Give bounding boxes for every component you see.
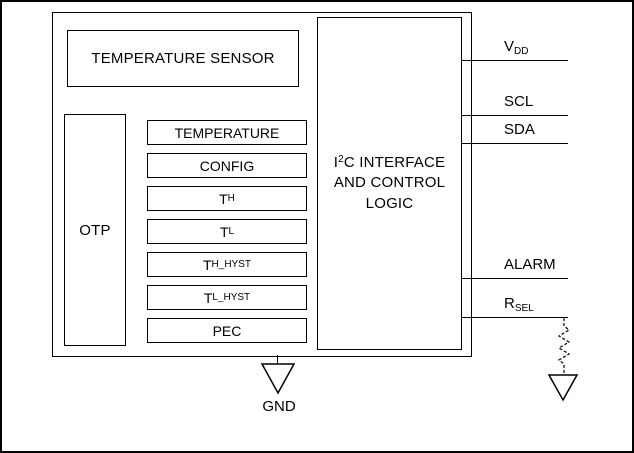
register-label-sub: H_HYST	[211, 259, 251, 270]
pin-label-sub: SEL	[514, 303, 534, 314]
i2c-label-pre: I	[333, 154, 339, 172]
register-label: T	[219, 190, 228, 207]
i2c-label-sup: 2	[338, 154, 344, 166]
pin-label-rsel: RSEL	[504, 295, 534, 314]
register-label: T	[219, 223, 229, 240]
register-label: CONFIG	[199, 157, 255, 174]
register-box-temperature: TEMPERATURE	[147, 120, 307, 145]
pin-label-sda: SDA	[504, 121, 535, 140]
pin-label-alarm: ALARM	[504, 256, 556, 275]
ground-symbol-icon	[261, 363, 295, 395]
ground-symbol-rsel-icon	[548, 374, 578, 402]
i2c-label-line1: I2C INTERFACE	[334, 153, 446, 173]
register-label: T	[202, 256, 212, 273]
otp-label: OTP	[79, 221, 111, 239]
register-label: TEMPERATURE	[174, 124, 280, 141]
pin-label-main: ALARM	[504, 256, 556, 273]
register-label-sub: H	[227, 193, 235, 204]
pin-line-rsel	[462, 317, 568, 318]
pin-line-vdd	[462, 60, 568, 61]
temperature-sensor-label: TEMPERATURE SENSOR	[91, 50, 275, 67]
pin-label-sub: DD	[514, 46, 529, 57]
pin-label-scl: SCL	[504, 93, 533, 112]
ground-stem-line	[277, 355, 278, 365]
pin-label-main: R	[504, 295, 515, 312]
i2c-interface-block: I2C INTERFACE AND CONTROL LOGIC	[317, 17, 462, 350]
i2c-label-post: C INTERFACE	[343, 154, 446, 172]
register-label: T	[203, 289, 213, 306]
pin-label-main: SCL	[504, 93, 534, 110]
pin-line-alarm	[462, 278, 568, 279]
resistor-squiggle-icon	[556, 318, 572, 374]
i2c-label-line2: AND CONTROL	[333, 174, 446, 192]
pin-line-sda	[462, 143, 568, 144]
ground-label: GND	[262, 398, 296, 415]
pin-label-main: SDA	[504, 121, 535, 138]
i2c-label-line3: LOGIC	[365, 194, 414, 212]
temperature-sensor-block: TEMPERATURE SENSOR	[67, 30, 299, 87]
register-label: PEC	[212, 322, 242, 339]
pin-label-main: V	[504, 38, 515, 55]
pin-label-vdd: VDD	[504, 38, 528, 57]
register-box-config: CONFIG	[147, 153, 307, 178]
register-label-sub: L	[228, 226, 235, 237]
register-box-pec: PEC	[147, 318, 307, 343]
pin-line-scl	[462, 115, 568, 116]
register-label-sub: L_HYST	[212, 292, 251, 303]
otp-block: OTP	[64, 114, 126, 346]
